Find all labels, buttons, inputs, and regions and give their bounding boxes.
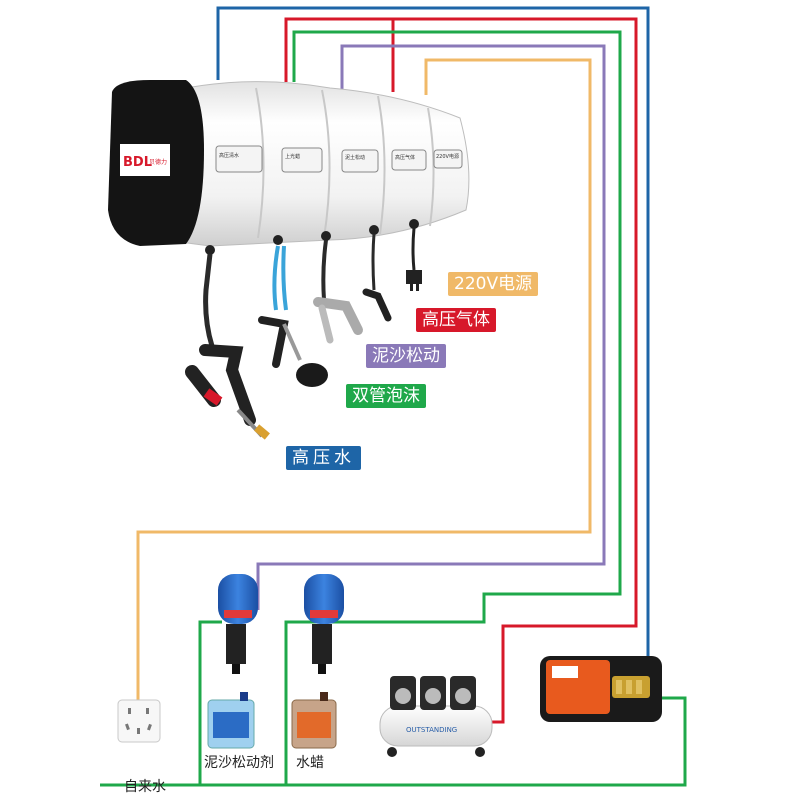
brand-logo: BDL: [123, 155, 152, 170]
pressure-washer: [540, 656, 662, 722]
caption-tap-water: 自来水: [124, 779, 166, 795]
svg-text:220V电源: 220V电源: [436, 153, 459, 160]
dosing-pump-1: [218, 574, 258, 674]
power-plug: [406, 227, 422, 291]
mud-gun: [313, 239, 363, 344]
dosing-pump-2: [304, 574, 344, 674]
wax-bottle: [291, 692, 337, 749]
panel-5: 220V电源: [433, 149, 463, 169]
tag-high-pressure-gas: 高压气体: [416, 308, 496, 332]
wall-socket: [117, 699, 161, 743]
panel-4: 高压气体: [391, 149, 427, 171]
compressor-brand: OUTSTANDING: [406, 726, 457, 734]
caption-mud-agent: 泥沙松动剂: [204, 755, 274, 771]
hose-reel-cabinet: BDL 贝德力 高压清水 上光蜡 泥土松动 高压气体 220V电源: [108, 80, 470, 255]
mud-agent-bottle: [207, 692, 255, 749]
tag-twin-foam: 双管泡沫: [346, 384, 426, 408]
high-pressure-gun: [185, 253, 270, 440]
brand-logo-cn: 贝德力: [149, 158, 167, 166]
tag-220v-power: 220V电源: [448, 272, 539, 296]
caption-wax: 水蜡: [296, 755, 324, 771]
panel-1: 高压清水: [215, 145, 263, 173]
svg-text:泥土松动: 泥土松动: [345, 154, 365, 161]
brand-logo-plate: [120, 144, 170, 176]
air-compressor: OUTSTANDING: [379, 676, 493, 757]
tag-high-pressure-water: 高压水: [286, 446, 361, 470]
tag-mud-loosen: 泥沙松动: [366, 344, 446, 368]
foam-gun: [258, 245, 328, 387]
air-gun: [362, 233, 392, 322]
panel-3: 泥土松动: [341, 149, 379, 173]
panel-2: 上光蜡: [281, 147, 323, 173]
svg-text:上光蜡: 上光蜡: [285, 153, 300, 160]
line-power: [136, 58, 592, 700]
line-mud: [256, 44, 606, 610]
svg-text:高压清水: 高压清水: [219, 152, 239, 159]
line-water: [216, 6, 650, 660]
svg-text:高压气体: 高压气体: [395, 154, 415, 161]
